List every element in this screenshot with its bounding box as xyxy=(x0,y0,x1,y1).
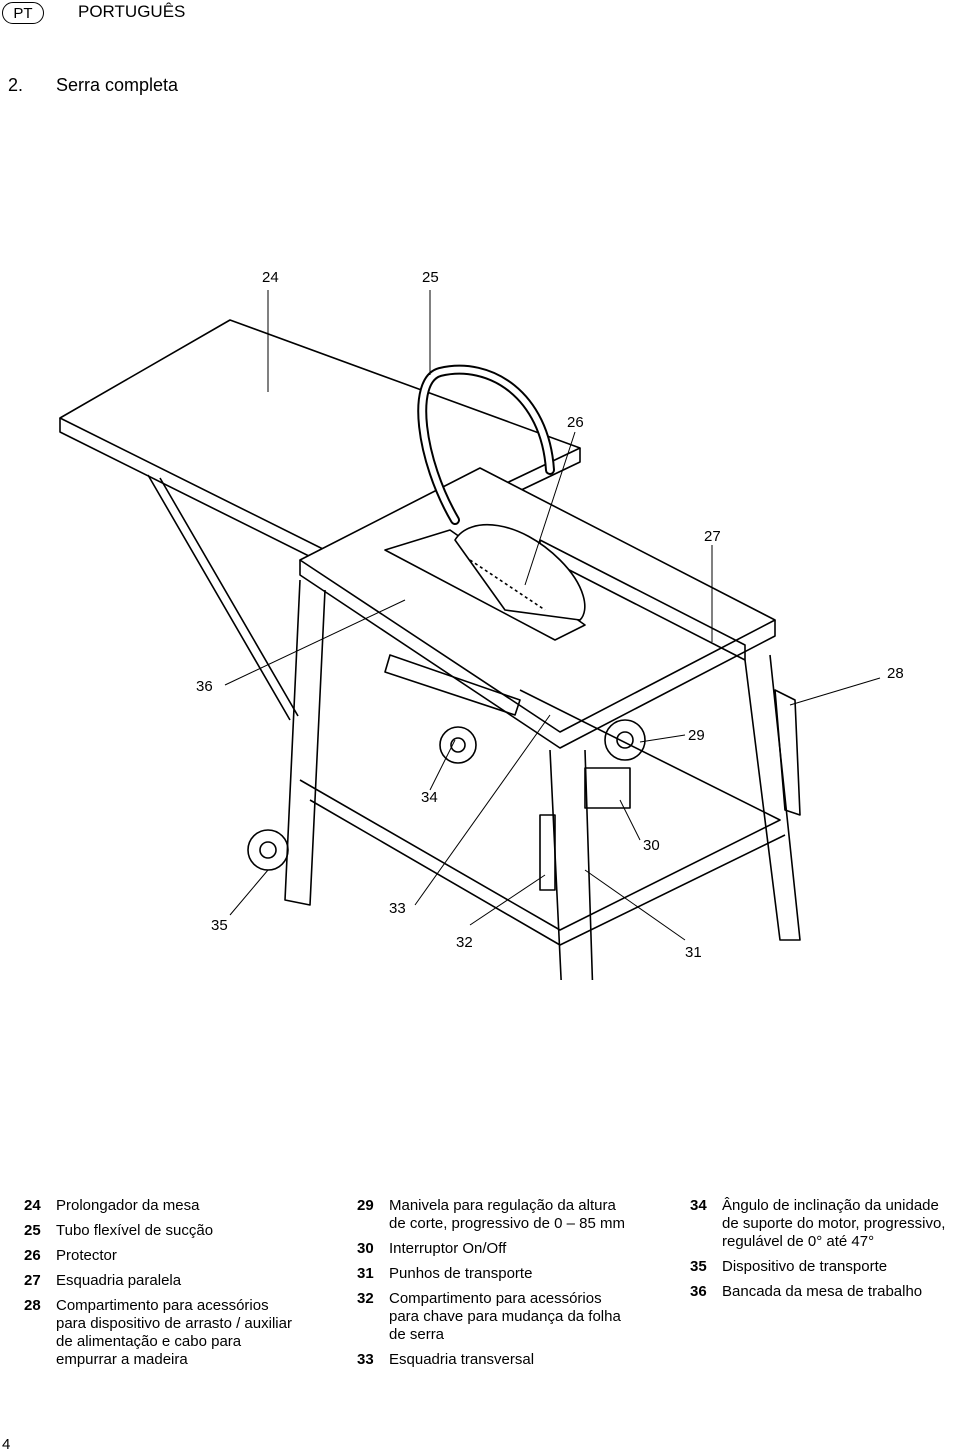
page-number: 4 xyxy=(2,1436,11,1453)
callout-36: 36 xyxy=(196,678,213,695)
section-title: Serra completa xyxy=(56,75,179,95)
height-crank xyxy=(604,719,646,761)
callout-27: 27 xyxy=(704,528,721,545)
callout-26: 26 xyxy=(567,414,584,431)
leg-front xyxy=(549,749,594,980)
language-badge: PT xyxy=(2,2,44,24)
language-code: PT xyxy=(13,4,33,22)
callout-32: 32 xyxy=(456,934,473,951)
switch-box xyxy=(584,767,631,809)
callout-24: 24 xyxy=(262,269,279,286)
callout-35: 35 xyxy=(211,917,228,934)
wheel-left xyxy=(247,829,289,871)
callout-34: 34 xyxy=(421,789,438,806)
saw-guard xyxy=(454,523,586,621)
callout-31: 31 xyxy=(685,944,702,961)
callout-29: 29 xyxy=(688,727,705,744)
callout-33: 33 xyxy=(389,900,406,917)
callout-28: 28 xyxy=(887,665,904,682)
wheel-rear xyxy=(439,726,477,764)
section-number: 2. xyxy=(8,75,24,95)
callout-30: 30 xyxy=(643,837,660,854)
table-saw-illustration: 24 25 26 27 28 29 30 31 32 33 34 35 36 xyxy=(59,269,904,980)
callout-25: 25 xyxy=(422,269,439,286)
language-name: PORTUGUÊS xyxy=(78,2,186,21)
